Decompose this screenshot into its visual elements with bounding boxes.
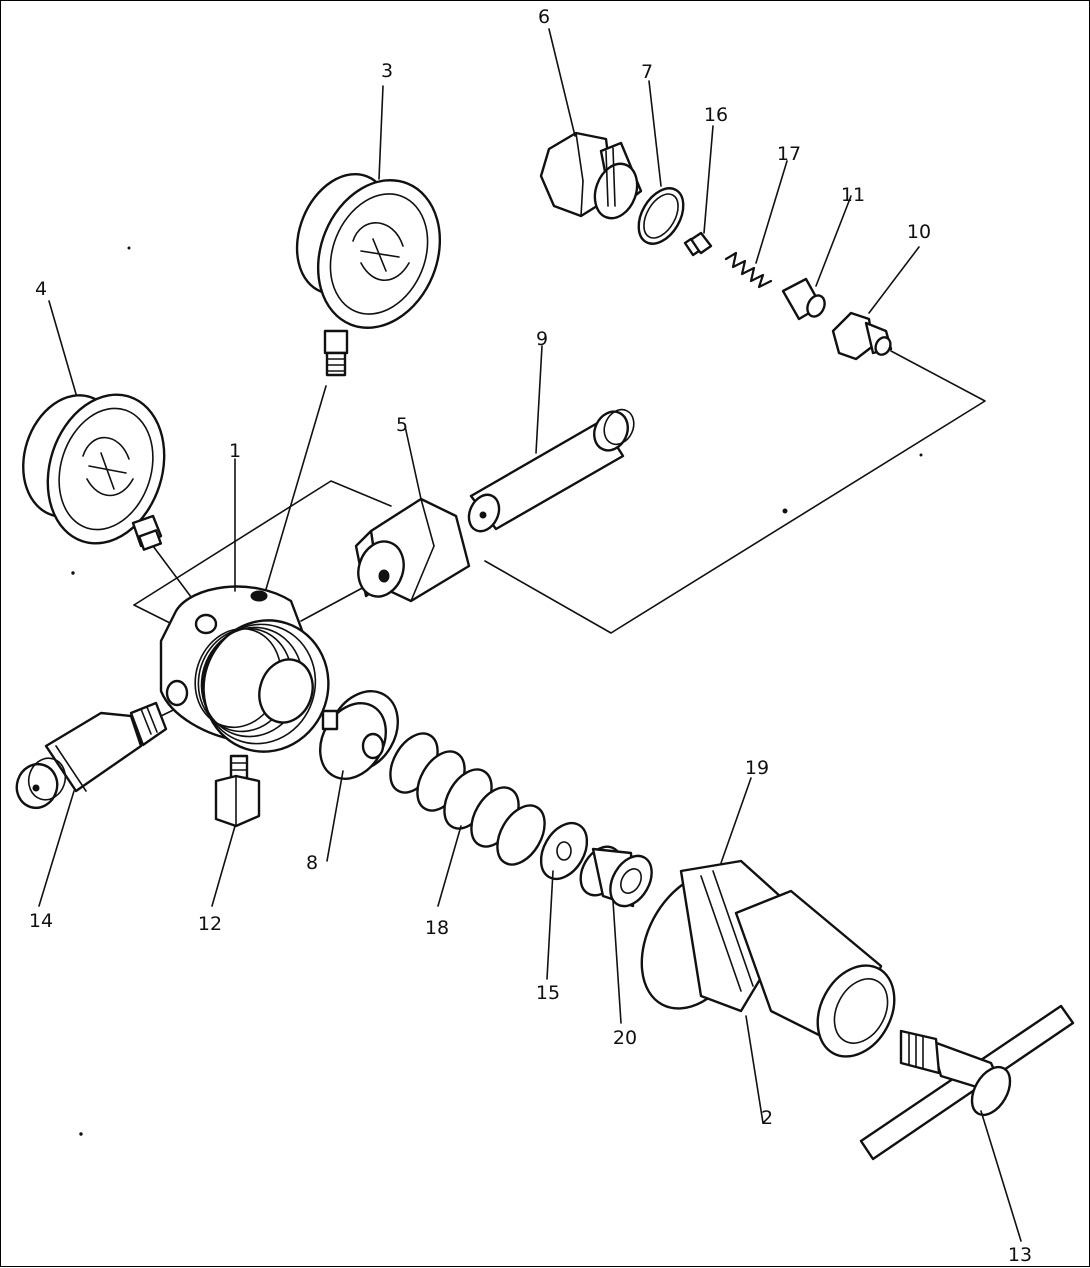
sleeve-11 <box>781 277 826 321</box>
leader-lines <box>38 28 1022 1242</box>
ring-7 <box>637 187 685 245</box>
label-part-1: 1 <box>229 440 241 462</box>
label-part-18: 18 <box>425 917 449 939</box>
fitting-14 <box>15 701 168 810</box>
label-part-4: 4 <box>35 278 47 300</box>
disc-8 <box>319 690 399 780</box>
label-part-5: 5 <box>396 414 408 436</box>
pressure-gauge-3 <box>295 172 442 377</box>
part-number-labels: 1 2 3 4 5 6 7 8 9 10 11 12 13 14 15 16 1… <box>29 6 1032 1266</box>
fitting-10 <box>831 311 893 361</box>
label-part-19: 19 <box>745 757 769 779</box>
plug-12 <box>214 754 261 828</box>
washer-15 <box>539 821 589 881</box>
label-part-11: 11 <box>841 184 865 206</box>
label-part-7: 7 <box>641 61 653 83</box>
label-part-14: 14 <box>29 910 53 932</box>
label-part-20: 20 <box>613 1027 637 1049</box>
pressure-gauge-4 <box>22 393 166 551</box>
bushing-20 <box>579 845 653 908</box>
spring-17 <box>724 251 773 289</box>
label-part-8: 8 <box>306 852 318 874</box>
label-part-16: 16 <box>704 104 728 126</box>
label-part-3: 3 <box>381 60 393 82</box>
t-handle-13 <box>859 1004 1075 1161</box>
housing-2 <box>640 859 896 1058</box>
hex-plug-6 <box>539 131 643 220</box>
label-part-2: 2 <box>761 1107 773 1129</box>
valve-body-1 <box>159 585 330 753</box>
label-part-10: 10 <box>907 221 931 243</box>
label-part-15: 15 <box>536 982 560 1004</box>
tube-9 <box>467 408 635 533</box>
label-part-9: 9 <box>536 328 548 350</box>
spring-18 <box>389 732 546 866</box>
scan-specks <box>71 246 923 1136</box>
label-part-13: 13 <box>1008 1244 1032 1266</box>
label-part-6: 6 <box>538 6 550 28</box>
label-part-17: 17 <box>777 143 801 165</box>
label-part-12: 12 <box>198 913 222 935</box>
hex-nut-5 <box>354 497 471 603</box>
poppet-16 <box>683 231 713 257</box>
